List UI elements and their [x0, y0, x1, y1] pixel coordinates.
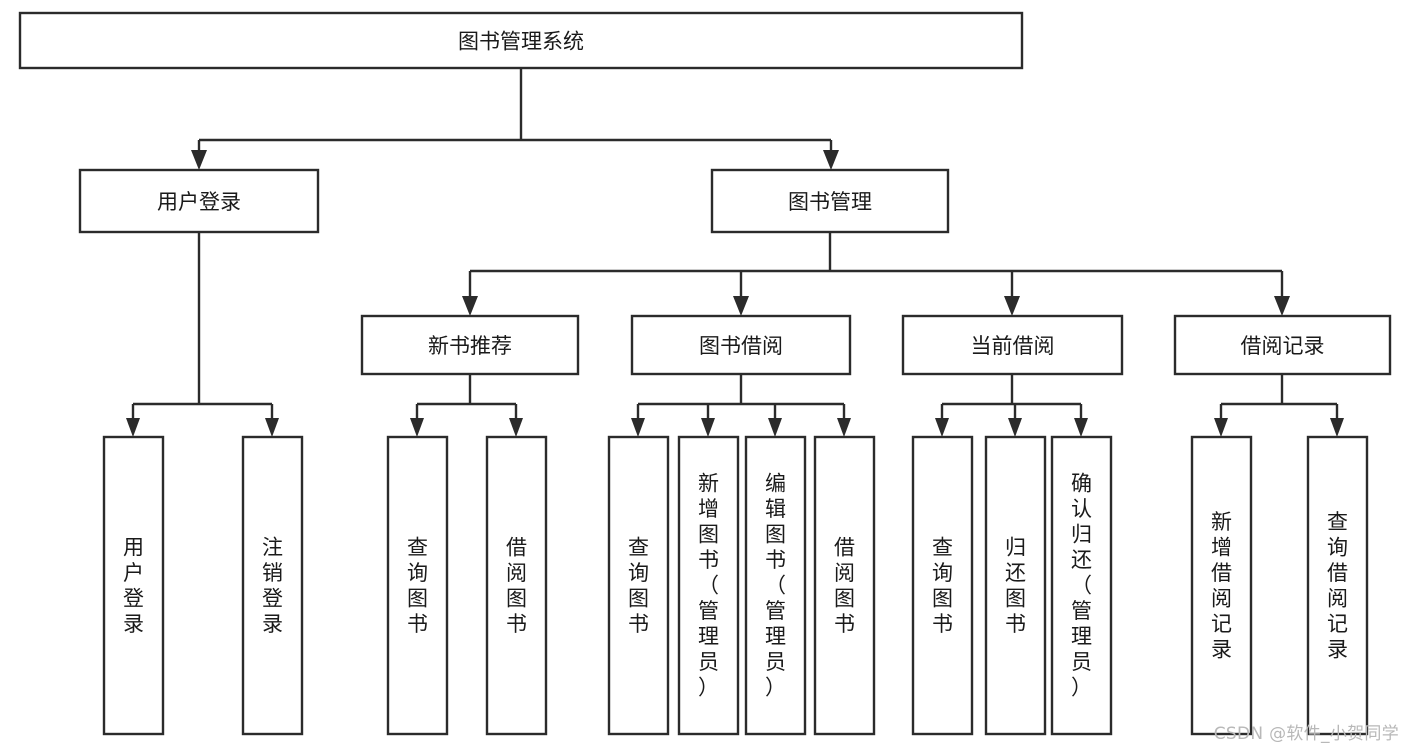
arrow-head-icon — [1274, 296, 1290, 316]
node-label: 新增借阅记录 — [1211, 510, 1232, 662]
node-label: 查询图书 — [628, 535, 649, 636]
arrow-head-icon — [701, 418, 715, 437]
arrow-head-icon — [1008, 418, 1022, 437]
node-label: 借阅图书 — [834, 535, 855, 636]
node-label: 编辑图书（管理员） — [765, 472, 786, 700]
arrow-head-icon — [631, 418, 645, 437]
node-book-borrow[interactable]: 图书借阅 — [630, 314, 852, 376]
arrow-head-icon — [768, 418, 782, 437]
node-leaf-query-book-2[interactable]: 查询图书 — [607, 435, 670, 736]
node-leaf-edit-book[interactable]: 编辑图书（管理员） — [744, 435, 807, 736]
node-book-management[interactable]: 图书管理 — [710, 168, 950, 234]
node-leaf-user-login[interactable]: 用户登录 — [102, 435, 165, 736]
node-box[interactable] — [607, 435, 670, 736]
node-root[interactable]: 图书管理系统 — [18, 11, 1024, 70]
node-label: 用户登录 — [157, 190, 241, 214]
node-box[interactable] — [386, 435, 449, 736]
node-label: 查询图书 — [932, 535, 953, 636]
node-label: 查询图书 — [407, 535, 428, 636]
arrow-head-icon — [837, 418, 851, 437]
connector-layer — [126, 68, 1344, 437]
arrow-head-icon — [265, 418, 279, 437]
node-box[interactable] — [360, 314, 580, 376]
node-leaf-query-record[interactable]: 查询借阅记录 — [1306, 435, 1369, 736]
node-box[interactable] — [102, 435, 165, 736]
node-leaf-query-book-1[interactable]: 查询图书 — [386, 435, 449, 736]
arrow-head-icon — [1004, 296, 1020, 316]
node-box[interactable] — [630, 314, 852, 376]
node-label: 图书管理系统 — [458, 30, 584, 54]
node-label: 借阅图书 — [506, 535, 527, 636]
arrow-head-icon — [1330, 418, 1344, 437]
node-label: 注销登录 — [262, 535, 283, 636]
node-label: 用户登录 — [123, 535, 144, 636]
node-label: 确认归还（管理员） — [1071, 472, 1092, 700]
arrow-head-icon — [462, 296, 478, 316]
node-box[interactable] — [677, 435, 740, 736]
node-box[interactable] — [1050, 435, 1113, 736]
node-box[interactable] — [901, 314, 1124, 376]
node-label: 新增图书（管理员） — [698, 472, 719, 700]
node-box[interactable] — [813, 435, 876, 736]
node-leaf-borrow-book-2[interactable]: 借阅图书 — [813, 435, 876, 736]
node-leaf-query-book-3[interactable]: 查询图书 — [911, 435, 974, 736]
arrow-head-icon — [126, 418, 140, 437]
node-box[interactable] — [744, 435, 807, 736]
node-leaf-user-logout[interactable]: 注销登录 — [241, 435, 304, 736]
node-leaf-return-book[interactable]: 归还图书 — [984, 435, 1047, 736]
node-box[interactable] — [485, 435, 548, 736]
node-box[interactable] — [241, 435, 304, 736]
arrow-head-icon — [935, 418, 949, 437]
node-label: 新书推荐 — [428, 334, 512, 358]
node-new-book-recommend[interactable]: 新书推荐 — [360, 314, 580, 376]
arrow-head-icon — [733, 296, 749, 316]
arrow-head-icon — [823, 150, 839, 170]
node-leaf-confirm-return[interactable]: 确认归还（管理员） — [1050, 435, 1113, 736]
node-box[interactable] — [911, 435, 974, 736]
arrow-head-icon — [509, 418, 523, 437]
node-box[interactable] — [78, 168, 320, 234]
node-label: 图书管理 — [788, 190, 872, 214]
node-user-login[interactable]: 用户登录 — [78, 168, 320, 234]
node-box[interactable] — [710, 168, 950, 234]
node-label: 归还图书 — [1005, 535, 1026, 636]
node-current-borrow[interactable]: 当前借阅 — [901, 314, 1124, 376]
node-box[interactable] — [1190, 435, 1253, 736]
nodes-layer: 图书管理系统用户登录图书管理新书推荐图书借阅当前借阅借阅记录用户登录注销登录查询… — [18, 11, 1392, 736]
arrow-head-icon — [191, 150, 207, 170]
node-label: 借阅记录 — [1241, 334, 1325, 358]
node-leaf-borrow-book-1[interactable]: 借阅图书 — [485, 435, 548, 736]
node-box[interactable] — [18, 11, 1024, 70]
node-leaf-add-record[interactable]: 新增借阅记录 — [1190, 435, 1253, 736]
arrow-head-icon — [410, 418, 424, 437]
node-label: 查询借阅记录 — [1327, 510, 1348, 662]
node-label: 图书借阅 — [699, 334, 783, 358]
node-box[interactable] — [1173, 314, 1392, 376]
arrow-head-icon — [1214, 418, 1228, 437]
arrow-head-icon — [1074, 418, 1088, 437]
node-leaf-add-book[interactable]: 新增图书（管理员） — [677, 435, 740, 736]
node-borrow-record[interactable]: 借阅记录 — [1173, 314, 1392, 376]
node-box[interactable] — [984, 435, 1047, 736]
node-label: 当前借阅 — [971, 334, 1055, 358]
node-box[interactable] — [1306, 435, 1369, 736]
